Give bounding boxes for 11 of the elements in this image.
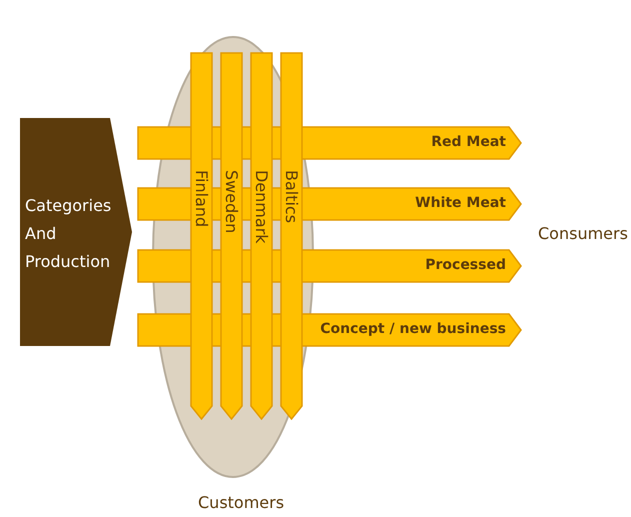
arrow-label: White Meat xyxy=(415,195,506,212)
arrow-label: Finland xyxy=(192,170,211,228)
arrow-label: Categories And Production xyxy=(25,195,112,273)
side-label: Consumers xyxy=(538,224,628,243)
arrow-label: Red Meat xyxy=(431,134,506,151)
arrow-label: Concept / new business xyxy=(320,321,506,338)
arrow-label: Sweden xyxy=(222,170,241,234)
arrow-label: Denmark xyxy=(252,170,271,244)
ellipse-caption: Customers xyxy=(198,493,284,512)
arrow-label: Processed xyxy=(425,257,506,274)
arrow-label: Baltics xyxy=(282,170,301,224)
